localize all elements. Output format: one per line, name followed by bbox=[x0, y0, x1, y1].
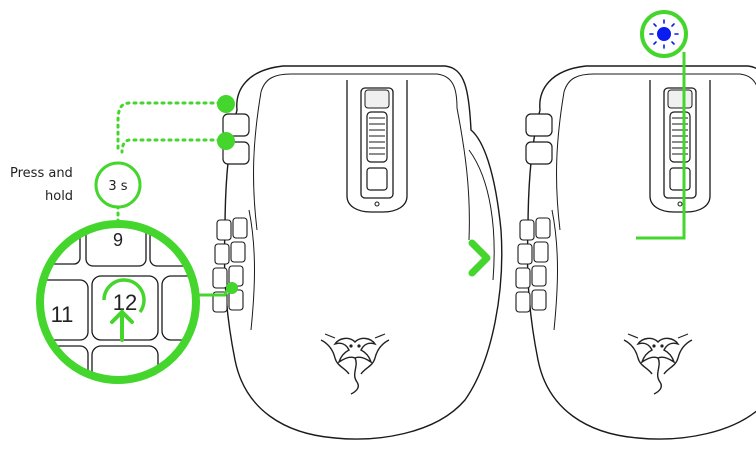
side-button-highlight-2 bbox=[217, 132, 235, 150]
mouse-right bbox=[516, 66, 756, 439]
key-11-label: 11 bbox=[51, 302, 74, 327]
led-callout-line bbox=[636, 52, 686, 240]
led-indicator-icon bbox=[640, 10, 688, 58]
side-button-highlight-1 bbox=[217, 95, 235, 113]
mouse-left bbox=[213, 66, 502, 439]
press-arrow-icon bbox=[110, 309, 134, 342]
instruction-line-2: hold bbox=[45, 189, 73, 204]
keypad-highlight-dot bbox=[226, 282, 238, 294]
timer-bubble bbox=[94, 161, 142, 209]
timer-label: 3 s bbox=[108, 179, 127, 194]
key-12-label: 12 bbox=[113, 290, 137, 315]
chevron-right-icon bbox=[468, 239, 491, 277]
keypad-zoom: 9 11 12 bbox=[36, 220, 200, 384]
instruction-line-1: Press and bbox=[10, 166, 73, 181]
press-ring bbox=[102, 278, 146, 314]
key-9-label: 9 bbox=[113, 230, 123, 250]
